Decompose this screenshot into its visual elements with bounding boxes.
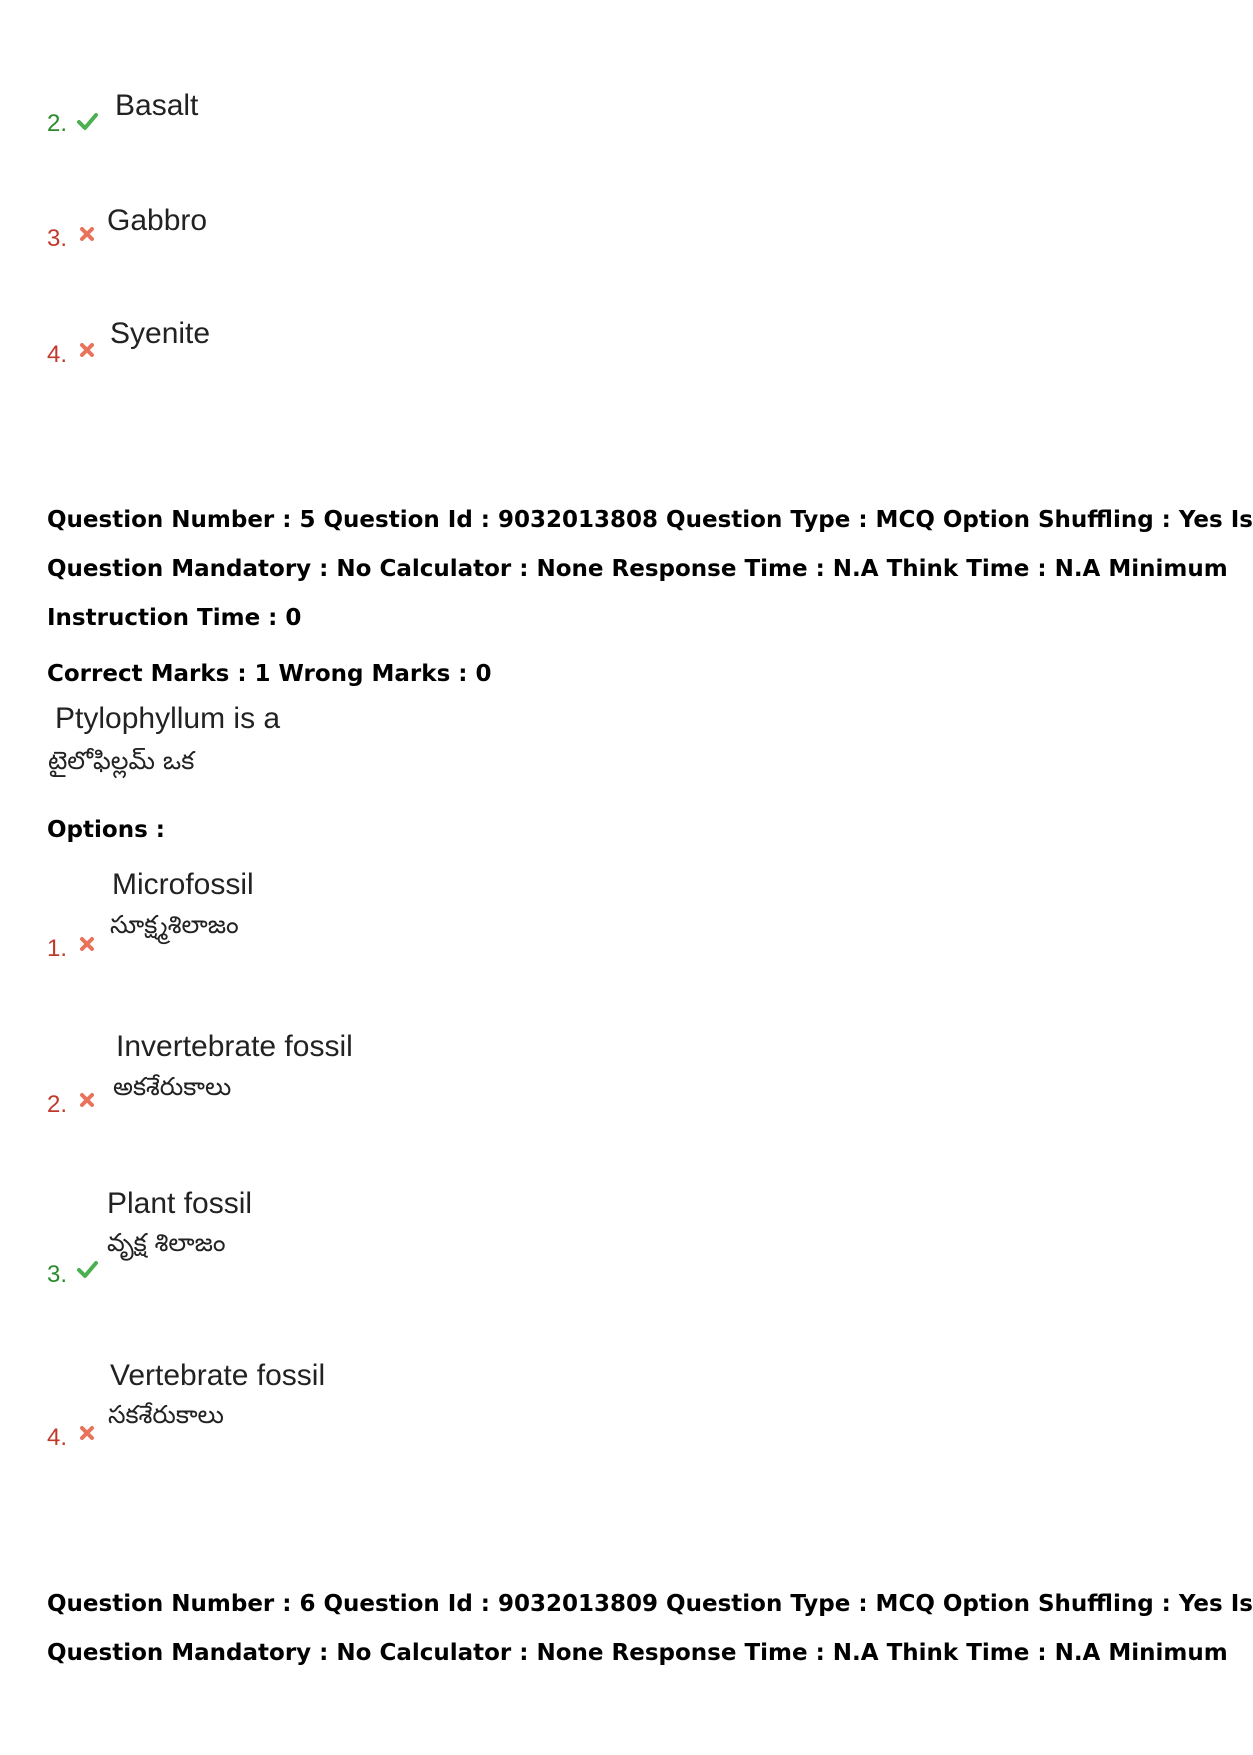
cross-icon [80, 343, 94, 357]
option-number: 2. [47, 110, 68, 137]
question-5-meta: Question Number : 5 Question Id : 903201… [47, 496, 1253, 643]
option-number: 3. [47, 225, 68, 252]
option-text: Gabbro [107, 204, 208, 237]
check-icon [77, 1261, 98, 1278]
option-number: 1. [47, 935, 68, 962]
option-text-te: అకశేరుకాలు [113, 1072, 232, 1101]
option-number: 4. [47, 1424, 68, 1451]
meta-line: Question Number : 5 Question Id : 903201… [47, 507, 1253, 533]
meta-line: Question Mandatory : No Calculator : Non… [47, 556, 1228, 582]
question-text-te: టైలోఫిల్లమ్ ఒక [48, 746, 195, 775]
option-text-te: సకశేరుకాలు [108, 1400, 224, 1429]
option-text-te: సూక్ష్మశిలాజం [110, 910, 239, 939]
option-text-en: Microfossil [112, 868, 254, 901]
option-text-te: వృక్ష శిలాజం [107, 1228, 226, 1257]
options-label: Options : [47, 817, 165, 843]
meta-line: Question Mandatory : No Calculator : Non… [47, 1640, 1228, 1666]
option-text: Basalt [115, 89, 199, 122]
option-text-en: Plant fossil [107, 1187, 253, 1220]
option-number: 2. [47, 1091, 68, 1118]
question-text-en: Ptylophyllum is a [55, 702, 281, 735]
meta-line: Instruction Time : 0 [47, 605, 302, 631]
cross-icon [80, 937, 94, 951]
check-icon [77, 113, 98, 130]
question-6-meta: Question Number : 6 Question Id : 903201… [47, 1580, 1253, 1678]
option-number: 4. [47, 341, 68, 368]
option-number: 3. [47, 1261, 68, 1288]
question-5-marks: Correct Marks : 1 Wrong Marks : 0 [47, 661, 492, 687]
meta-line: Question Number : 6 Question Id : 903201… [47, 1591, 1253, 1617]
option-text-en: Invertebrate fossil [116, 1030, 353, 1063]
cross-icon [80, 1426, 94, 1440]
cross-icon [80, 1093, 94, 1107]
option-text-en: Vertebrate fossil [110, 1359, 326, 1392]
cross-icon [80, 227, 94, 241]
option-text: Syenite [110, 317, 211, 350]
